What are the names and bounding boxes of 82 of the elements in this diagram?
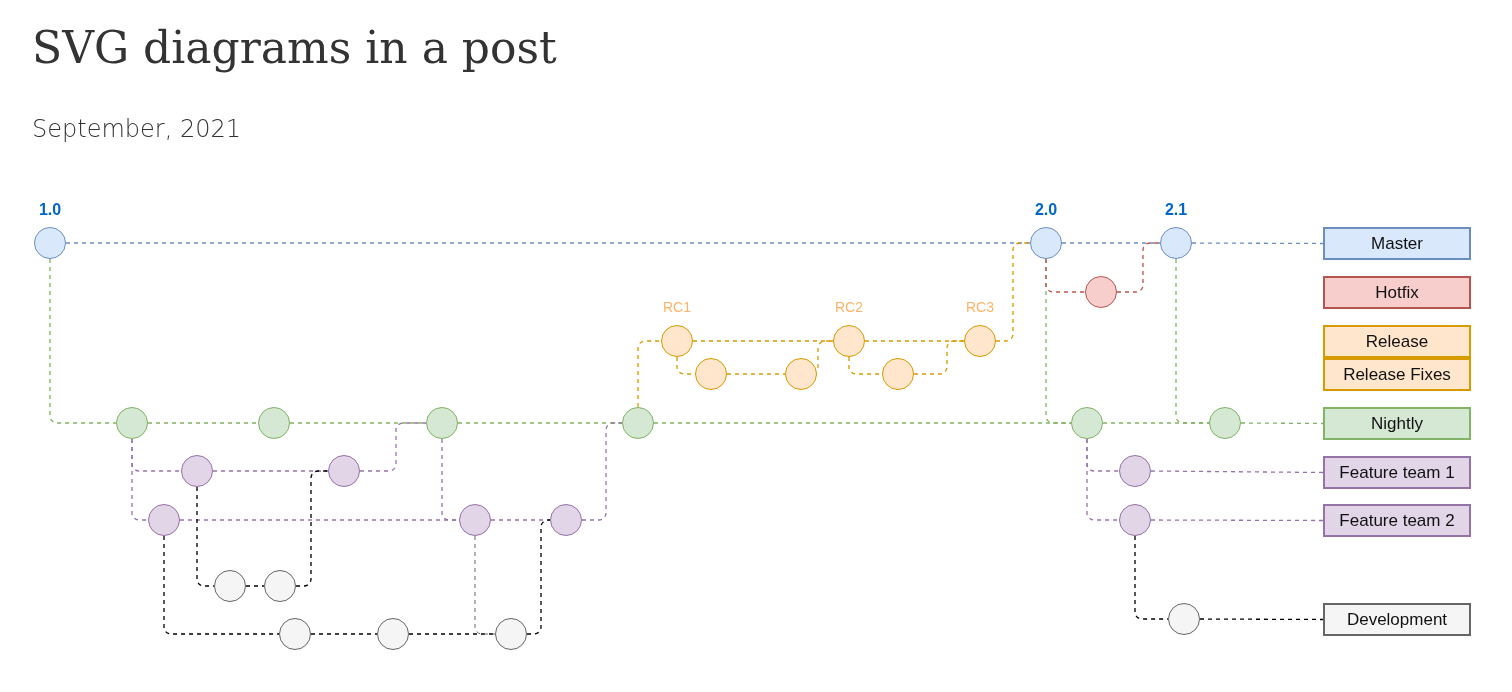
- commit-circle: [661, 325, 693, 357]
- commit-circle: [264, 570, 296, 602]
- commit-circle: [1168, 603, 1200, 635]
- branch-connector: [726, 373, 786, 375]
- commit-circle: [34, 227, 66, 259]
- commit-circle: [1119, 455, 1151, 487]
- commit-circle: [426, 407, 458, 439]
- branch-connector: [212, 470, 329, 472]
- commit-circle: [377, 618, 409, 650]
- branch-connector: [1175, 258, 1210, 424]
- branch-box: [1323, 603, 1471, 636]
- branch-connector: [1045, 258, 1086, 293]
- branch-name: Hotfix: [1375, 282, 1419, 303]
- commit-circle: [214, 570, 246, 602]
- branch-connector: [581, 422, 623, 521]
- branch-name: Master: [1371, 233, 1423, 254]
- branch-connector: [65, 242, 1031, 244]
- version-label: 1.0: [38, 201, 62, 219]
- branch-name: Development: [1346, 609, 1448, 630]
- branch-box: [1323, 227, 1471, 260]
- commit-circle: [1209, 407, 1241, 439]
- branch-connector: [1061, 242, 1161, 244]
- branch-connector: [310, 633, 378, 635]
- version-label: 2.1: [1164, 201, 1188, 219]
- branch-connector: [131, 438, 149, 521]
- commit-circle: [181, 455, 213, 487]
- branch-box: [1323, 456, 1471, 489]
- branch-connector: [49, 258, 117, 424]
- branch-box: [1323, 276, 1471, 309]
- commit-circle: [622, 407, 654, 439]
- commit-circle: [495, 618, 527, 650]
- branch-connector: [359, 422, 427, 472]
- commit-circle: [258, 407, 290, 439]
- branch-box: [1323, 358, 1471, 391]
- branch-connector: [526, 519, 551, 635]
- branch-box: [1323, 407, 1471, 440]
- branch-connector: [295, 470, 329, 587]
- branch-connector: [1150, 519, 1324, 522]
- branch-connector: [995, 242, 1031, 342]
- commit-circle: [833, 325, 865, 357]
- branch-connector: [245, 585, 265, 587]
- commit-circle: [695, 358, 727, 390]
- release-candidate-label: RC2: [835, 299, 863, 315]
- branch-name: Feature team 2: [1339, 510, 1455, 531]
- page-title: SVG diagrams in a post: [32, 22, 557, 73]
- release-candidate-label: RC1: [663, 299, 691, 315]
- commit-circle: [328, 455, 360, 487]
- release-candidate-label: RC3: [966, 299, 994, 315]
- branch-connector: [1199, 618, 1324, 621]
- commit-circle: [1119, 504, 1151, 536]
- commit-circle: [279, 618, 311, 650]
- branch-connector: [692, 340, 834, 342]
- branch-connector: [1191, 242, 1324, 245]
- branch-connector: [864, 340, 965, 342]
- branch-connector: [1150, 470, 1324, 474]
- branch-connector: [637, 340, 662, 408]
- commit-circle: [1160, 227, 1192, 259]
- commit-circle: [1030, 227, 1062, 259]
- branch-name: Feature team 1: [1339, 462, 1455, 483]
- commit-circle: [1085, 276, 1117, 308]
- branch-connector: [163, 535, 280, 635]
- branch-connector: [1240, 422, 1324, 425]
- branch-name: Release Fixes: [1343, 364, 1451, 385]
- branch-box: [1323, 504, 1471, 537]
- commit-circle: [550, 504, 582, 536]
- commit-circle: [964, 325, 996, 357]
- version-label: 2.0: [1034, 201, 1058, 219]
- commit-circle: [459, 504, 491, 536]
- commit-circle: [785, 358, 817, 390]
- branch-name: Release: [1365, 331, 1429, 352]
- commit-circle: [148, 504, 180, 536]
- commit-circle: [116, 407, 148, 439]
- branch-name: Nightly: [1371, 413, 1423, 434]
- commit-circle: [1071, 407, 1103, 439]
- commit-circle: [882, 358, 914, 390]
- branch-box: [1323, 325, 1471, 358]
- branch-connector: [474, 535, 496, 635]
- date-subtitle: September, 2021: [32, 115, 241, 143]
- branch-connector: [1086, 438, 1120, 521]
- branch-connector: [1116, 242, 1161, 293]
- branch-connector: [913, 340, 965, 375]
- branch-connector: [147, 422, 259, 424]
